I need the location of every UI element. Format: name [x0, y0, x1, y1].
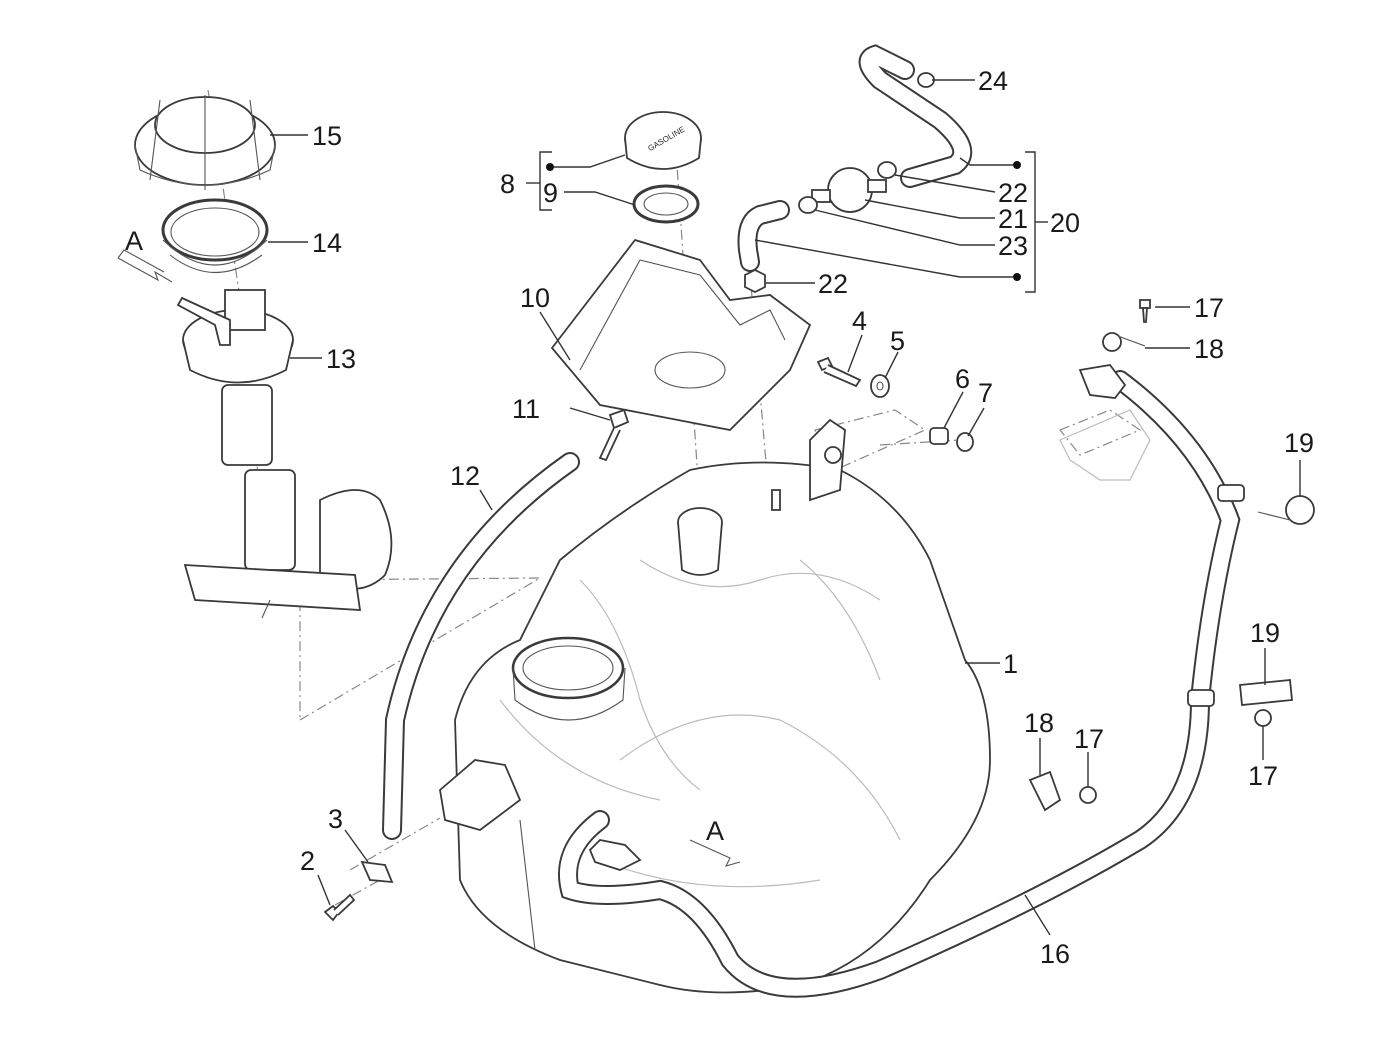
callout-19-right: 19 — [1284, 428, 1314, 458]
view-marker-a-center: A — [689, 816, 741, 867]
hose-clip-part[interactable] — [1239, 679, 1293, 727]
elbow-hose-part[interactable] — [737, 200, 790, 272]
callout-2: 2 — [300, 846, 315, 876]
clip-nut-part[interactable] — [360, 860, 394, 884]
fuel-cap-part[interactable]: GASOLINE — [624, 111, 702, 170]
callout-18-lower: 18 — [1024, 708, 1054, 738]
bolt-part[interactable] — [816, 356, 862, 388]
callout-17-lower: 17 — [1074, 724, 1104, 754]
callout-22-bottom: 23 — [998, 231, 1028, 261]
screw-part[interactable] — [1139, 299, 1151, 323]
fuel-hose-part[interactable] — [558, 364, 1245, 998]
callout-5: 5 — [890, 326, 905, 356]
callout-23: 22 — [818, 269, 848, 299]
clamp-part[interactable] — [798, 72, 935, 214]
callout-7: 7 — [978, 378, 993, 408]
fuel-pump-part[interactable] — [176, 289, 393, 619]
callout-3: 3 — [328, 804, 343, 834]
nut-part[interactable] — [744, 268, 766, 294]
hose-clip-part[interactable] — [1257, 495, 1315, 525]
callout-9: 9 — [543, 178, 558, 208]
callout-22-top: 22 — [998, 178, 1028, 208]
callout-12: 12 — [450, 461, 480, 491]
vent-valve-part[interactable] — [811, 167, 887, 213]
drain-hose-part[interactable] — [382, 452, 580, 840]
nut-part[interactable] — [956, 432, 974, 452]
callout-18-top: 18 — [1194, 334, 1224, 364]
view-marker-label: A — [706, 816, 724, 846]
callout-16: 16 — [1040, 939, 1070, 969]
drain-fitting-part[interactable] — [598, 408, 630, 462]
callout-6: 6 — [955, 364, 970, 394]
bracket-clamp-part[interactable] — [1028, 770, 1097, 812]
callout-19-lower: 19 — [1250, 618, 1280, 648]
ring-nut-part[interactable] — [134, 95, 276, 190]
pump-seal-part[interactable] — [161, 198, 269, 273]
filler-tray-part[interactable] — [550, 238, 812, 431]
callout-8: 8 — [500, 169, 515, 199]
callout-11: 11 — [512, 394, 540, 424]
callout-21: 21 — [998, 204, 1028, 234]
vent-hose-part[interactable] — [858, 44, 973, 188]
callout-15: 15 — [312, 121, 342, 151]
callout-1: 1 — [1003, 649, 1018, 679]
callout-17-top: 17 — [1194, 293, 1224, 323]
view-marker-label: A — [125, 226, 143, 256]
fuel-tank-part[interactable] — [439, 418, 991, 994]
spacer-part[interactable] — [929, 427, 949, 445]
callout-17-lower-right: 17 — [1248, 761, 1278, 791]
callout-20: 20 — [1050, 208, 1080, 238]
callout-10: 10 — [520, 283, 550, 313]
view-marker-a-top: A — [117, 226, 173, 283]
screw-part[interactable] — [323, 893, 356, 922]
hose-clamp-part[interactable] — [1102, 332, 1146, 352]
callouts: 15 14 13 8 9 10 11 12 24 20 — [268, 66, 1314, 969]
washer-part[interactable] — [870, 374, 890, 398]
ghost-connector — [1059, 409, 1151, 481]
callout-24: 24 — [978, 66, 1008, 96]
callout-14: 14 — [312, 228, 342, 258]
gasket-part[interactable] — [632, 184, 700, 224]
callout-4: 4 — [852, 306, 867, 336]
callout-13: 13 — [326, 344, 356, 374]
